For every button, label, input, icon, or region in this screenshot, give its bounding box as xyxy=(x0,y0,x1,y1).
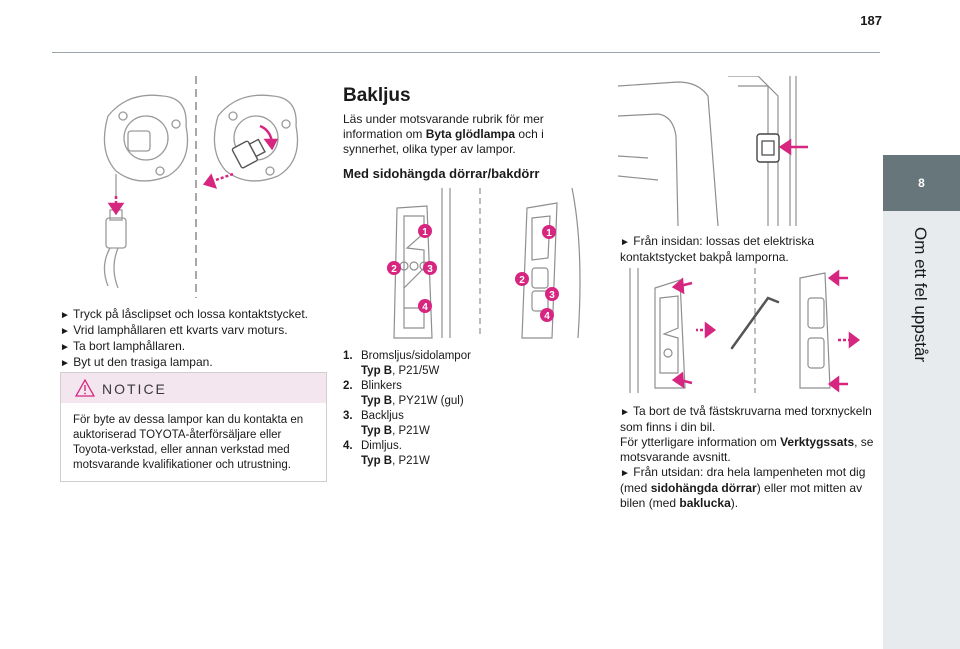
list-item: 2. Blinkers Typ B, PY21W (gul) xyxy=(343,379,543,408)
type-value: , P21W xyxy=(392,424,430,437)
lamp-type: Typ B, P21/5W xyxy=(361,364,543,379)
step-marker: ► xyxy=(60,358,70,369)
step-text: ) eller mot mitten av bilen (med xyxy=(620,481,863,510)
lamp-name: Dimljus. xyxy=(361,440,402,452)
lamp-type: Typ B, PY21W (gul) xyxy=(361,394,543,409)
step-text: Tryck på låsclipset och lossa kontaktsty… xyxy=(73,307,309,321)
fog-lamp-steps: ► Tryck på låsclipset och lossa kontakts… xyxy=(60,307,330,371)
step-item: ► Från utsidan: dra hela lampenheten mot… xyxy=(620,465,880,511)
callout-3: 3 xyxy=(549,290,555,301)
step-text: Från utsidan: dra hela lampenheten mot d… xyxy=(620,465,866,495)
step-marker: ► xyxy=(620,407,630,418)
notice-title: NOTICE xyxy=(102,381,167,397)
step-marker: ► xyxy=(620,237,630,248)
step-bold-text: baklucka xyxy=(679,496,731,510)
step-text: Ta bort lamphållaren. xyxy=(73,339,186,353)
reference-note: För ytterligare information om Verktygss… xyxy=(620,435,880,465)
chapter-band xyxy=(883,211,960,649)
intro-text: Läs under motsvarande rubrik för mer inf… xyxy=(343,112,544,141)
intro-text: och i synnerhet, olika typer av lampor. xyxy=(343,127,544,156)
callout-2: 2 xyxy=(519,275,525,286)
step-text: Ta bort de två fästskruvarna med torxnyc… xyxy=(620,404,872,434)
type-value: , PY21W (gul) xyxy=(392,394,464,407)
chapter-title-container: Om ett fel uppstår xyxy=(883,211,960,411)
callout-1: 1 xyxy=(422,227,428,238)
screw-removal-illustration xyxy=(620,268,865,393)
step-item: ► Vrid lamphållaren ett kvarts varv motu… xyxy=(60,323,330,339)
note-text: För ytterligare information om xyxy=(620,435,781,449)
item-number: 3. xyxy=(343,410,353,422)
callout-1: 1 xyxy=(546,228,552,239)
page-number: 187 xyxy=(860,13,882,28)
type-value: , P21W xyxy=(392,454,430,467)
step-text: Vrid lamphållaren ett kvarts varv moturs… xyxy=(73,323,288,337)
lamp-name: Backljus xyxy=(361,410,404,422)
list-item: 4. Dimljus. Typ B, P21W xyxy=(343,439,543,468)
lamp-type: Typ B, P21W xyxy=(361,424,543,439)
rear-lamp-illustration: 1 2 3 4 1 2 3 4 xyxy=(372,188,594,343)
step-item: ► Tryck på låsclipset och lossa kontakts… xyxy=(60,307,330,323)
step-text: Byt ut den trasiga lampan. xyxy=(73,355,213,369)
notice-header: NOTICE xyxy=(61,373,326,403)
callout-4: 4 xyxy=(422,302,428,313)
type-label: Typ B xyxy=(361,364,393,377)
type-value: , P21/5W xyxy=(392,364,440,377)
lamp-list: 1. Bromsljus/sidolampor Typ B, P21/5W 2.… xyxy=(343,349,543,469)
type-label: Typ B xyxy=(361,394,393,407)
callout-4: 4 xyxy=(544,311,550,322)
intro-link-text: Byta glödlampa xyxy=(425,127,516,141)
lamp-type: Typ B, P21W xyxy=(361,454,543,469)
item-number: 1. xyxy=(343,350,353,362)
warning-icon xyxy=(75,379,95,397)
callout-3: 3 xyxy=(427,264,433,275)
lamp-name: Bromsljus/sidolampor xyxy=(361,350,471,362)
notice-text: För byte av dessa lampor kan du kontakta… xyxy=(73,414,304,471)
step-marker: ► xyxy=(60,310,70,321)
subsection-heading: Med sidohängda dörrar/bakdörr xyxy=(343,166,540,181)
item-number: 2. xyxy=(343,380,353,392)
step-item: ► Byt ut den trasiga lampan. xyxy=(60,355,330,371)
type-label: Typ B xyxy=(361,454,393,467)
note-text: , se motsvarande avsnitt. xyxy=(620,435,874,464)
removal-steps: ► Ta bort de två fästskruvarna med torxn… xyxy=(620,404,880,511)
step-item: ► Ta bort lamphållaren. xyxy=(60,339,330,355)
list-item: 3. Backljus Typ B, P21W xyxy=(343,409,543,438)
connector-inside-illustration xyxy=(618,76,818,228)
step-text: ). xyxy=(730,496,739,510)
notice-box: NOTICE För byte av dessa lampor kan du k… xyxy=(60,372,327,482)
step-bold-text: sidohängda dörrar xyxy=(650,481,757,495)
step-marker: ► xyxy=(620,468,630,479)
step-marker: ► xyxy=(60,326,70,337)
header-rule xyxy=(52,52,880,53)
chapter-title: Om ett fel uppstår xyxy=(911,227,930,363)
step-marker: ► xyxy=(60,342,70,353)
connector-step: ► Från insidan: lossas det elektriska ko… xyxy=(620,234,880,265)
list-item: 1. Bromsljus/sidolampor Typ B, P21/5W xyxy=(343,349,543,378)
section-intro: Läs under motsvarande rubrik för mer inf… xyxy=(343,112,603,157)
type-label: Typ B xyxy=(361,424,393,437)
lamp-name: Blinkers xyxy=(361,380,402,392)
step-item: ► Ta bort de två fästskruvarna med torxn… xyxy=(620,404,880,435)
item-number: 4. xyxy=(343,440,353,452)
chapter-number: 8 xyxy=(918,176,925,190)
chapter-tab[interactable]: 8 xyxy=(883,155,960,211)
section-heading: Bakljus xyxy=(343,85,411,106)
fog-lamp-illustration xyxy=(88,76,326,298)
note-link-text: Verktygssats xyxy=(780,435,855,449)
step-text: Från insidan: lossas det elektriska kont… xyxy=(620,234,814,264)
callout-2: 2 xyxy=(391,264,397,275)
